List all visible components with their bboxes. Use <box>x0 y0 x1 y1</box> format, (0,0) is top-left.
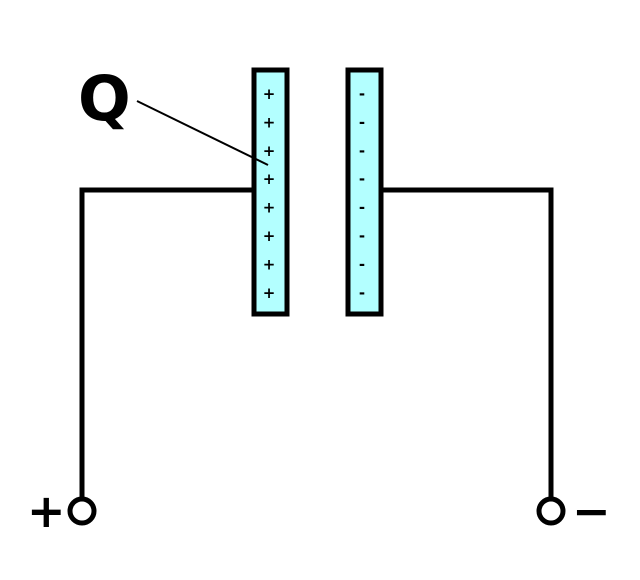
positive-plate <box>251 67 290 317</box>
negative-charge-sign: - <box>359 113 365 131</box>
positive-charge-sign: + <box>263 142 276 160</box>
negative-plate <box>345 67 384 317</box>
negative-charge-sign: - <box>359 227 365 245</box>
negative-charge-sign: - <box>359 284 365 302</box>
positive-terminal-label: + <box>27 484 66 538</box>
positive-terminal <box>67 496 97 526</box>
negative-charge-sign: - <box>359 170 365 188</box>
charge-leader-line <box>136 100 269 166</box>
positive-charges: + + + + + + + + <box>263 85 276 302</box>
negative-charge-sign: - <box>359 255 365 273</box>
right-wire <box>376 187 554 501</box>
negative-terminal-label: − <box>572 484 611 538</box>
negative-charge-sign: - <box>359 85 365 103</box>
negative-charge-sign: - <box>359 199 365 217</box>
left-wire <box>79 187 258 501</box>
positive-charge-sign: + <box>263 85 276 103</box>
positive-charge-sign: + <box>263 170 276 188</box>
positive-charge-sign: + <box>263 284 276 302</box>
negative-terminal <box>536 496 566 526</box>
negative-charges: - - - - - - - - <box>359 85 365 302</box>
charge-label: Q <box>78 62 131 135</box>
negative-charge-sign: - <box>359 142 365 160</box>
positive-charge-sign: + <box>263 199 276 217</box>
positive-charge-sign: + <box>263 227 276 245</box>
positive-charge-sign: + <box>263 113 276 131</box>
positive-charge-sign: + <box>263 255 276 273</box>
